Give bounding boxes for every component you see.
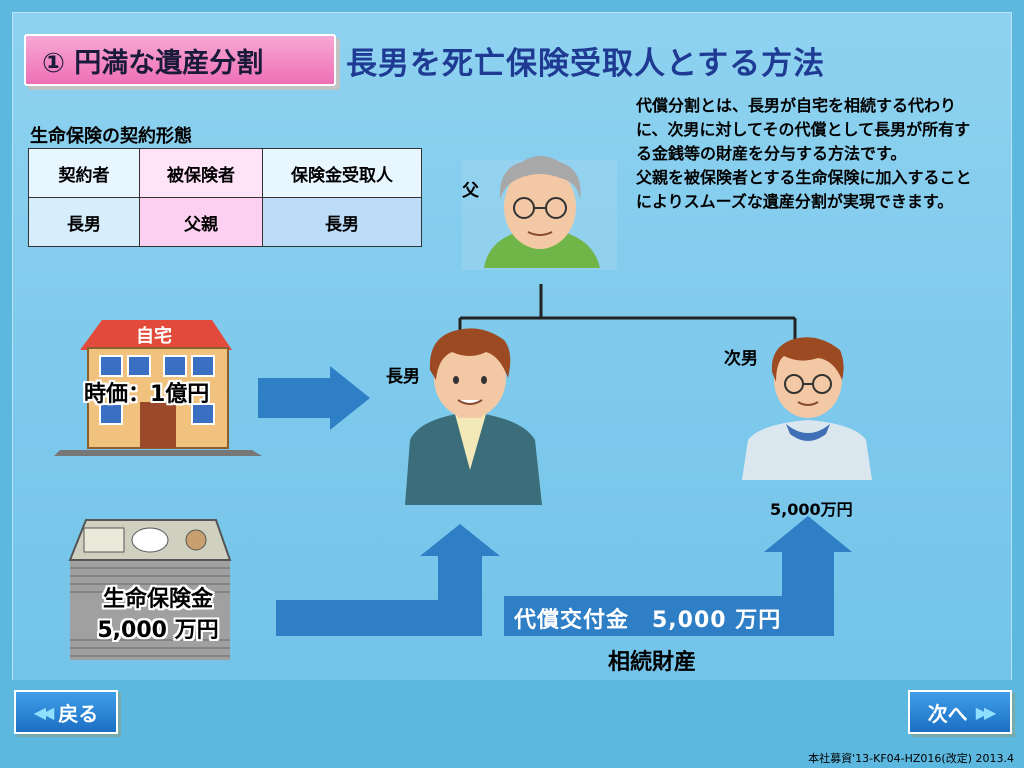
insurance-line-1: 生命保険金 [102,587,213,612]
back-button[interactable]: ◀◀ 戻る [14,690,118,734]
value-insured: 父親 [139,197,263,247]
father-label: 父 [462,181,479,201]
next-button-label: 次へ [927,701,968,726]
contract-table-value-row: 長男 父親 長男 [28,197,422,247]
double-chevron-right-icon: ▶▶ [975,702,997,722]
value-policyholder: 長男 [28,197,140,247]
footnote: 本社募資'13-KF04-HZ016(改定) 2013.4 [808,752,1014,765]
compensation-arrow [504,516,852,636]
contract-table: 契約者 被保険者 保険金受取人 長男 父親 長男 [28,148,422,247]
house-sign: 自宅 [136,326,172,347]
double-chevron-left-icon: ◀◀ [33,702,55,722]
header-insured: 被保険者 [139,148,263,198]
section-tag: ① 円満な遺産分割 [24,34,336,86]
second-son-icon [742,337,872,480]
description: 代償分割とは、長男が自宅を相続する代わりに、次男に対してその代償として長男が所有… [636,94,986,214]
second-son-amount: 5,000万円 [770,500,853,519]
footer-band [0,680,1024,768]
house-arrow [258,366,370,430]
money-stack-icon [68,519,232,660]
contract-table-header-row: 契約者 被保険者 保険金受取人 [28,148,422,198]
contract-table-title: 生命保険の契約形態 [30,126,192,147]
inheritance-label: 相続財産 [608,650,697,675]
back-button-label: 戻る [58,701,99,726]
father-icon [462,156,617,270]
house-value: 時価：1億円 [84,382,210,407]
house-icon [54,320,262,456]
header-beneficiary: 保険金受取人 [262,148,422,198]
header-policyholder: 契約者 [28,148,140,198]
value-beneficiary: 長男 [262,197,422,247]
second-son-label: 次男 [724,349,758,369]
eldest-son-label: 長男 [386,367,420,387]
page-title: 長男を死亡保険受取人とする方法 [346,46,826,82]
eldest-son-icon [405,328,542,505]
description-paragraph-1: 代償分割とは、長男が自宅を相続する代わりに、次男に対してその代償として長男が所有… [636,96,971,163]
description-paragraph-2: 父親を被保険者とする生命保険に加入することによりスムーズな遺産分割が実現できます… [636,168,972,211]
next-button[interactable]: 次へ ▶▶ [908,690,1012,734]
insurance-line-2: 5,000 万円 [97,618,219,643]
compensation-label: 代償交付金 5,000 万円 [514,608,782,633]
insurance-amount: 生命保険金 5,000 万円 [80,584,236,646]
family-tree-lines [458,284,797,344]
insurance-arrow [276,524,500,636]
